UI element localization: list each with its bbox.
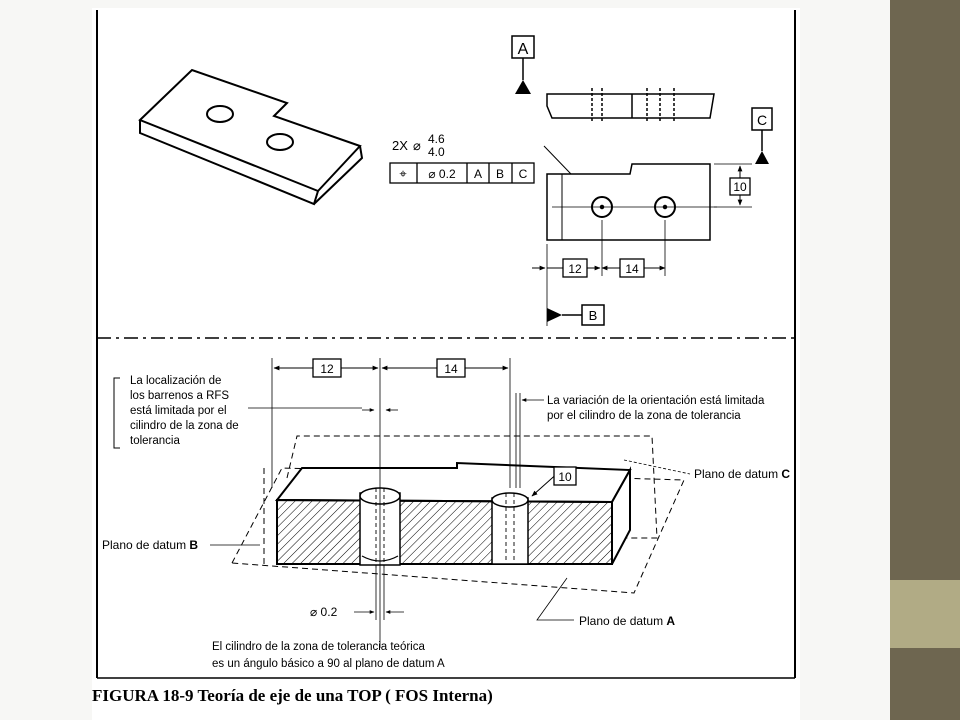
dim-12-value: 12: [568, 262, 582, 276]
figure-caption: FIGURA 18-9 Teoría de eje de una TOP ( F…: [92, 686, 800, 706]
hole-dia-symbol: ⌀: [413, 138, 421, 153]
technical-figure: A C 2X ⌀ 4.6 4.0 ⌖ ⌀ 0.2 A B C: [92, 8, 800, 720]
caption-text: Teoría de eje de una TOP ( FOS Interna): [197, 686, 493, 705]
dimension-12-14-iso: 12 14: [273, 358, 509, 378]
svg-text:Plano de datum B: Plano de datum B: [102, 538, 198, 552]
datum-c-symbol: C: [751, 107, 773, 164]
datum-a-symbol: A: [511, 35, 535, 94]
front-view: [546, 163, 717, 241]
hole-qty: 2X: [392, 138, 408, 153]
isometric-part: [138, 68, 364, 206]
datum-b-label: B: [589, 308, 598, 323]
sectioned-block: [274, 461, 632, 566]
tolerance-zone-cylinders: [375, 488, 515, 568]
datum-a-label: A: [518, 41, 529, 58]
iso-dim-14-value: 14: [444, 362, 458, 376]
note-orientation-text: La variación de la orientación está limi…: [547, 395, 768, 422]
dim-14-value: 14: [625, 262, 639, 276]
side-view: [546, 88, 715, 122]
dim-10-value: 10: [733, 180, 747, 194]
fcf-ref-b: B: [496, 167, 504, 181]
note-orientation: La variación de la orientación está limi…: [521, 395, 768, 422]
fcf-tolerance: ⌀ 0.2: [428, 167, 456, 181]
accent-bar-dark-bottom: [890, 648, 960, 720]
accent-bar-dark-top: [890, 0, 960, 580]
hole-upper-limit: 4.6: [428, 132, 445, 146]
note-bottom: El cilindro de la zona de tolerancia teó…: [212, 641, 445, 670]
fcf-ref-c: C: [519, 167, 528, 181]
zone-diameter: ⌀ 0.2: [310, 605, 338, 619]
figure-frame: [96, 10, 796, 679]
datum-plane-a: [231, 467, 685, 594]
dimension-12-14-top: 12 14: [532, 220, 666, 326]
label-plane-b: Plano de datum B: [102, 538, 260, 552]
iso-dim-10-value: 10: [558, 470, 572, 484]
datum-plane-c: [286, 435, 658, 539]
svg-text:Plano de datum A: Plano de datum A: [579, 614, 675, 628]
hole-lower-limit: 4.0: [428, 145, 445, 159]
fcf-ref-a: A: [474, 167, 482, 181]
feature-control-frame: ⌖ ⌀ 0.2 A B C: [389, 162, 535, 184]
datum-b-symbol: B: [547, 304, 605, 326]
position-symbol: ⌖: [399, 166, 407, 181]
dimension-10-top: 10: [714, 163, 752, 208]
hole-callout: 2X ⌀ 4.6 4.0: [392, 132, 445, 159]
iso-extension-lines: [271, 358, 521, 648]
note-location: La localización de los barrenos a RFS es…: [113, 375, 362, 449]
svg-text:Plano de datum C: Plano de datum C: [694, 467, 790, 481]
accent-bar-light: [890, 580, 960, 648]
label-plane-a: Plano de datum A: [536, 577, 675, 628]
dimension-10-iso: 10: [531, 466, 577, 497]
iso-dim-12-value: 12: [320, 362, 334, 376]
datum-c-label: C: [757, 112, 767, 128]
note-location-text: La localización de los barrenos a RFS es…: [130, 375, 242, 447]
caption-number: FIGURA 18-9: [92, 686, 194, 705]
label-plane-c: Plano de datum C: [623, 459, 790, 481]
